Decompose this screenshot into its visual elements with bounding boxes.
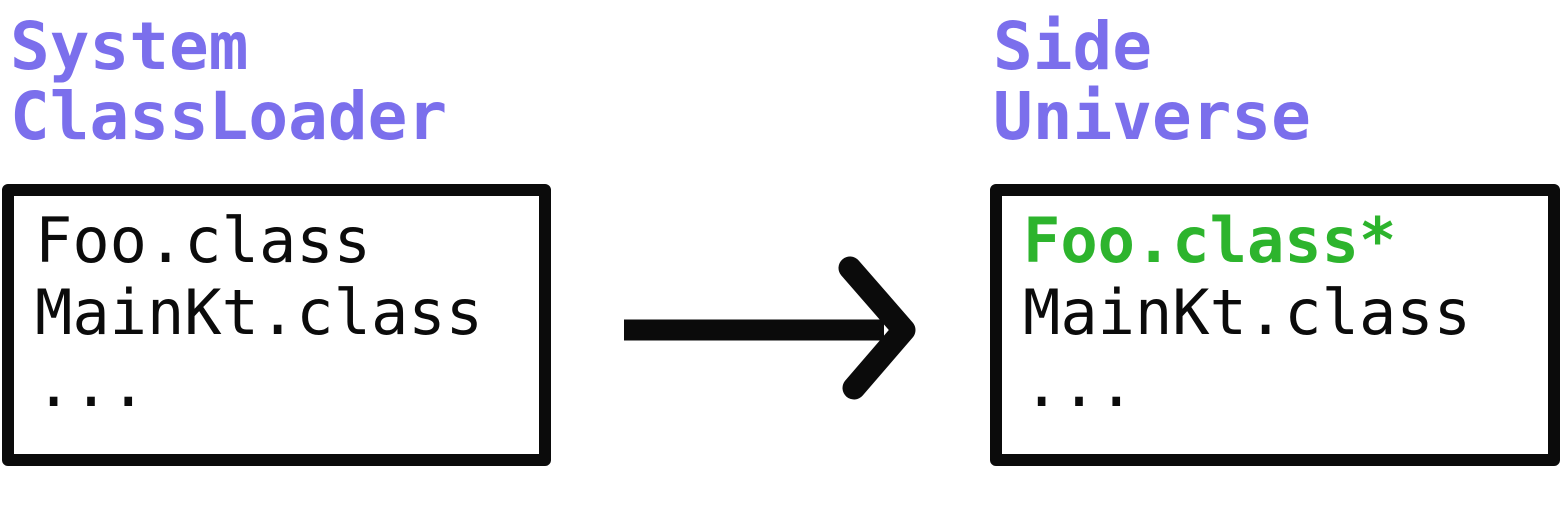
side-universe-box: Foo.class* MainKt.class ... <box>990 184 1560 466</box>
class-entry: MainKt.class <box>35 276 483 349</box>
left-title-line-2: ClassLoader <box>10 78 448 155</box>
left-panel-title: System ClassLoader <box>10 12 447 152</box>
right-title-line-1: Side <box>993 8 1152 85</box>
right-panel-title: Side Universe <box>993 12 1311 152</box>
left-title-line-1: System <box>10 8 249 85</box>
class-entry-ellipsis: ... <box>1023 348 1135 421</box>
class-entry-ellipsis: ... <box>35 348 147 421</box>
class-entry: MainKt.class <box>1023 276 1471 349</box>
system-classloader-box: Foo.class MainKt.class ... <box>2 184 551 466</box>
right-arrow-icon <box>624 256 916 400</box>
class-entry: Foo.class <box>35 204 371 277</box>
right-title-line-2: Universe <box>993 78 1311 155</box>
class-entry-highlighted: Foo.class* <box>1023 204 1397 277</box>
